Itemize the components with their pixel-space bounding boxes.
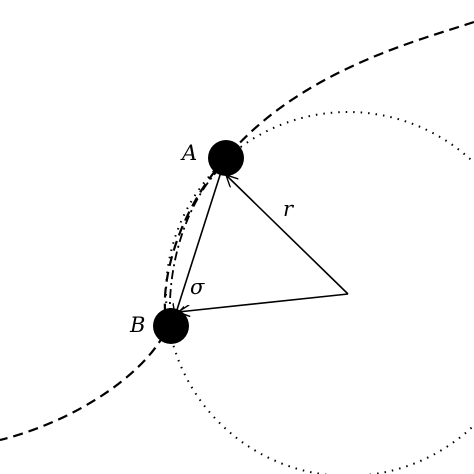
dash-dot-arc	[168, 167, 221, 319]
particle-a	[208, 140, 244, 176]
center-to-b-arrow	[178, 293, 349, 312]
radius-arrow	[226, 175, 349, 295]
label-b: B	[129, 313, 145, 337]
particle-b	[153, 308, 189, 344]
label-a: A	[180, 141, 197, 165]
label-r: r	[283, 197, 295, 221]
label-sigma: σ	[190, 275, 205, 299]
separation-arrow	[175, 171, 222, 316]
dashed-trajectory	[0, 20, 474, 442]
